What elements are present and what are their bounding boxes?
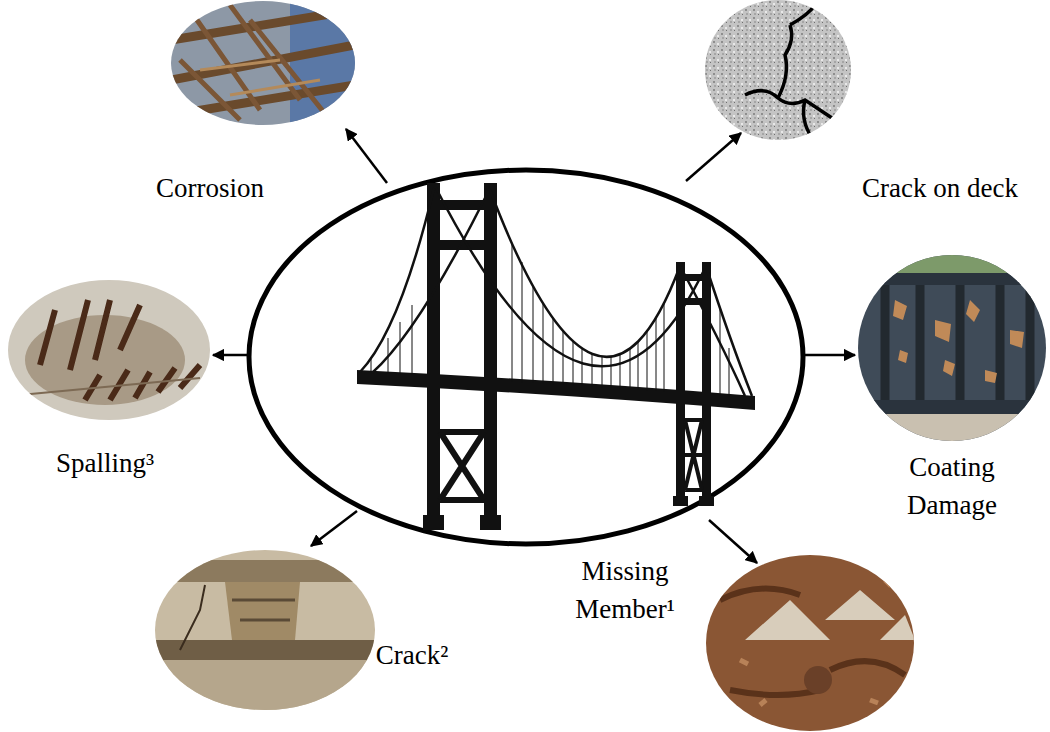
- crack-line: [745, 91, 835, 120]
- foliage: [858, 255, 1046, 273]
- side-cable: [360, 188, 490, 373]
- crack-line: [180, 585, 205, 650]
- beam-web: [155, 660, 375, 710]
- steel-girder: [858, 255, 1046, 441]
- stiffener: [885, 285, 1030, 400]
- bolt-row: [232, 600, 295, 620]
- main-cable: [436, 188, 706, 366]
- rust-flakes: [740, 580, 891, 705]
- girder-flange: [858, 273, 1046, 285]
- bridge-bracing: [360, 188, 752, 500]
- photo-circle: Spalling³: [8, 280, 210, 420]
- arrows: [213, 129, 855, 563]
- crack-line: [790, 5, 815, 138]
- truss-opening: [745, 590, 915, 640]
- corrosion-photo: [171, 1, 360, 125]
- rusty-steel: [706, 555, 915, 732]
- steel-beam: [155, 640, 375, 660]
- tower-foot: [423, 515, 444, 530]
- bridge-deck: [357, 370, 755, 410]
- connection-plate: [225, 582, 300, 640]
- photo-ground: [155, 550, 375, 710]
- concrete-ground: [8, 280, 210, 420]
- rust-texture: [720, 589, 905, 695]
- coating-damage-photo: [858, 255, 1046, 441]
- concrete-texture: [705, 0, 851, 140]
- rust-streak: [200, 60, 320, 95]
- sky: [858, 414, 1046, 441]
- tower-leg: [427, 183, 440, 523]
- rebar-line: [20, 378, 200, 395]
- category-label: Corrosion: [156, 169, 264, 207]
- arrow: [346, 129, 387, 183]
- rivet-head: [804, 666, 832, 694]
- category-label: Crack on deck: [862, 169, 1018, 207]
- tower-leg: [484, 183, 497, 523]
- steel-crack-photo: [155, 550, 375, 710]
- cross-bracing: [685, 420, 702, 490]
- arrow: [213, 354, 249, 357]
- girder-flange: [858, 400, 1046, 414]
- tower-beam: [676, 298, 711, 305]
- crack-line: [778, 25, 792, 98]
- hangers: [371, 243, 729, 397]
- category-label: Spalling³: [56, 444, 154, 482]
- arrow: [709, 520, 757, 563]
- cross-bracing: [440, 432, 484, 500]
- steel-flange: [155, 560, 375, 582]
- tower-foot: [699, 496, 714, 506]
- photo-circle: Coating Damage: [858, 255, 1046, 441]
- rust-patch: [893, 300, 1024, 383]
- central-ellipse: [249, 170, 803, 544]
- tower-beam: [427, 200, 497, 210]
- deck-crack-photo: [705, 0, 851, 140]
- missing-member-photo: [706, 555, 915, 732]
- photo-circle: Crack²: [155, 550, 375, 710]
- tower-foot: [673, 496, 688, 506]
- arrow: [686, 133, 741, 181]
- arrow: [803, 354, 855, 357]
- category-label: Crack²: [376, 636, 449, 674]
- category-label: Coating Damage: [887, 448, 1017, 524]
- bridge-icon: [357, 183, 755, 530]
- arrow: [311, 511, 357, 546]
- tower-beam: [676, 274, 711, 281]
- side-cable: [680, 266, 752, 396]
- steel-brace: [180, 5, 330, 120]
- tower-foot: [480, 515, 501, 530]
- photo-circle: Crack on deck: [705, 0, 851, 140]
- spalling-photo: [8, 280, 210, 420]
- photo-circle: Missing Member¹: [706, 555, 914, 731]
- photo-circle: Corrosion: [171, 1, 355, 125]
- category-label: Missing Member¹: [555, 552, 695, 628]
